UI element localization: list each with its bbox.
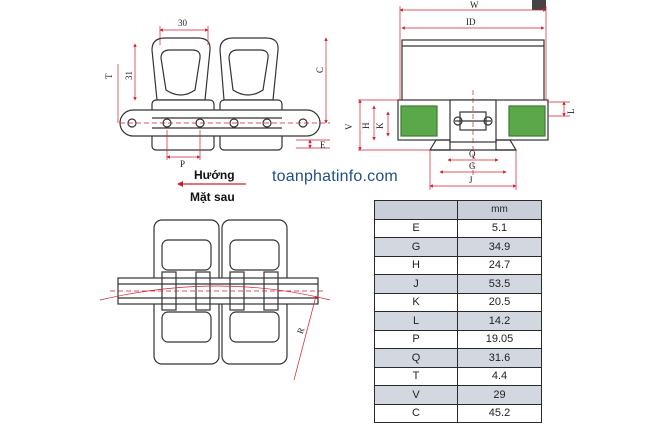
dim-E: E xyxy=(320,140,326,150)
side-view xyxy=(119,37,321,151)
dim-P: P xyxy=(180,159,185,169)
row-dim: Q xyxy=(374,348,458,368)
row-value: 31.6 xyxy=(457,348,542,368)
header-dimension xyxy=(374,200,458,220)
dim-W: W xyxy=(470,0,479,10)
row-dim: L xyxy=(374,311,458,331)
dim-31: 31 xyxy=(124,71,134,80)
row-value: 53.5 xyxy=(457,274,542,294)
row-dim: C xyxy=(374,403,458,423)
direction-label: Hướng xyxy=(194,168,235,182)
back-side-label: Mặt sau xyxy=(190,190,235,204)
dim-K: K xyxy=(375,122,385,129)
dim-G: G xyxy=(469,161,476,171)
dim-R: R xyxy=(295,326,306,335)
top-view xyxy=(117,219,319,365)
side-view-dimensions xyxy=(117,26,330,160)
front-view-dimensions xyxy=(358,6,570,190)
row-dim: K xyxy=(374,292,458,312)
row-dim: P xyxy=(374,329,458,349)
spec-table-header: mm xyxy=(374,200,542,220)
row-value: 4.4 xyxy=(457,366,542,386)
dim-30: 30 xyxy=(178,18,188,28)
row-dim: T xyxy=(374,366,458,386)
row-value: 29 xyxy=(457,385,542,405)
row-dim: J xyxy=(374,274,458,294)
dim-T: T xyxy=(104,73,114,79)
row-dim: E xyxy=(374,218,458,238)
row-value: 14.2 xyxy=(457,311,542,331)
row-value: 19.05 xyxy=(457,329,542,349)
top-view-dimensions xyxy=(99,285,331,381)
row-value: 34.9 xyxy=(457,237,542,257)
dim-H: H xyxy=(361,122,371,129)
dim-ID: ID xyxy=(466,17,476,27)
row-dim: H xyxy=(374,255,458,275)
row-value: 5.1 xyxy=(457,218,542,238)
dim-V: V xyxy=(344,123,354,130)
row-value: 45.2 xyxy=(457,403,542,423)
row-value: 20.5 xyxy=(457,292,542,312)
dim-L: L xyxy=(566,109,576,115)
header-unit: mm xyxy=(457,200,542,220)
website-label: toanphatinfo.com xyxy=(272,168,398,185)
dim-C: C xyxy=(315,67,325,73)
row-dim: G xyxy=(374,237,458,257)
dim-J: J xyxy=(469,175,473,185)
row-value: 24.7 xyxy=(457,255,542,275)
row-dim: V xyxy=(374,385,458,405)
dim-Q: Q xyxy=(469,149,476,159)
